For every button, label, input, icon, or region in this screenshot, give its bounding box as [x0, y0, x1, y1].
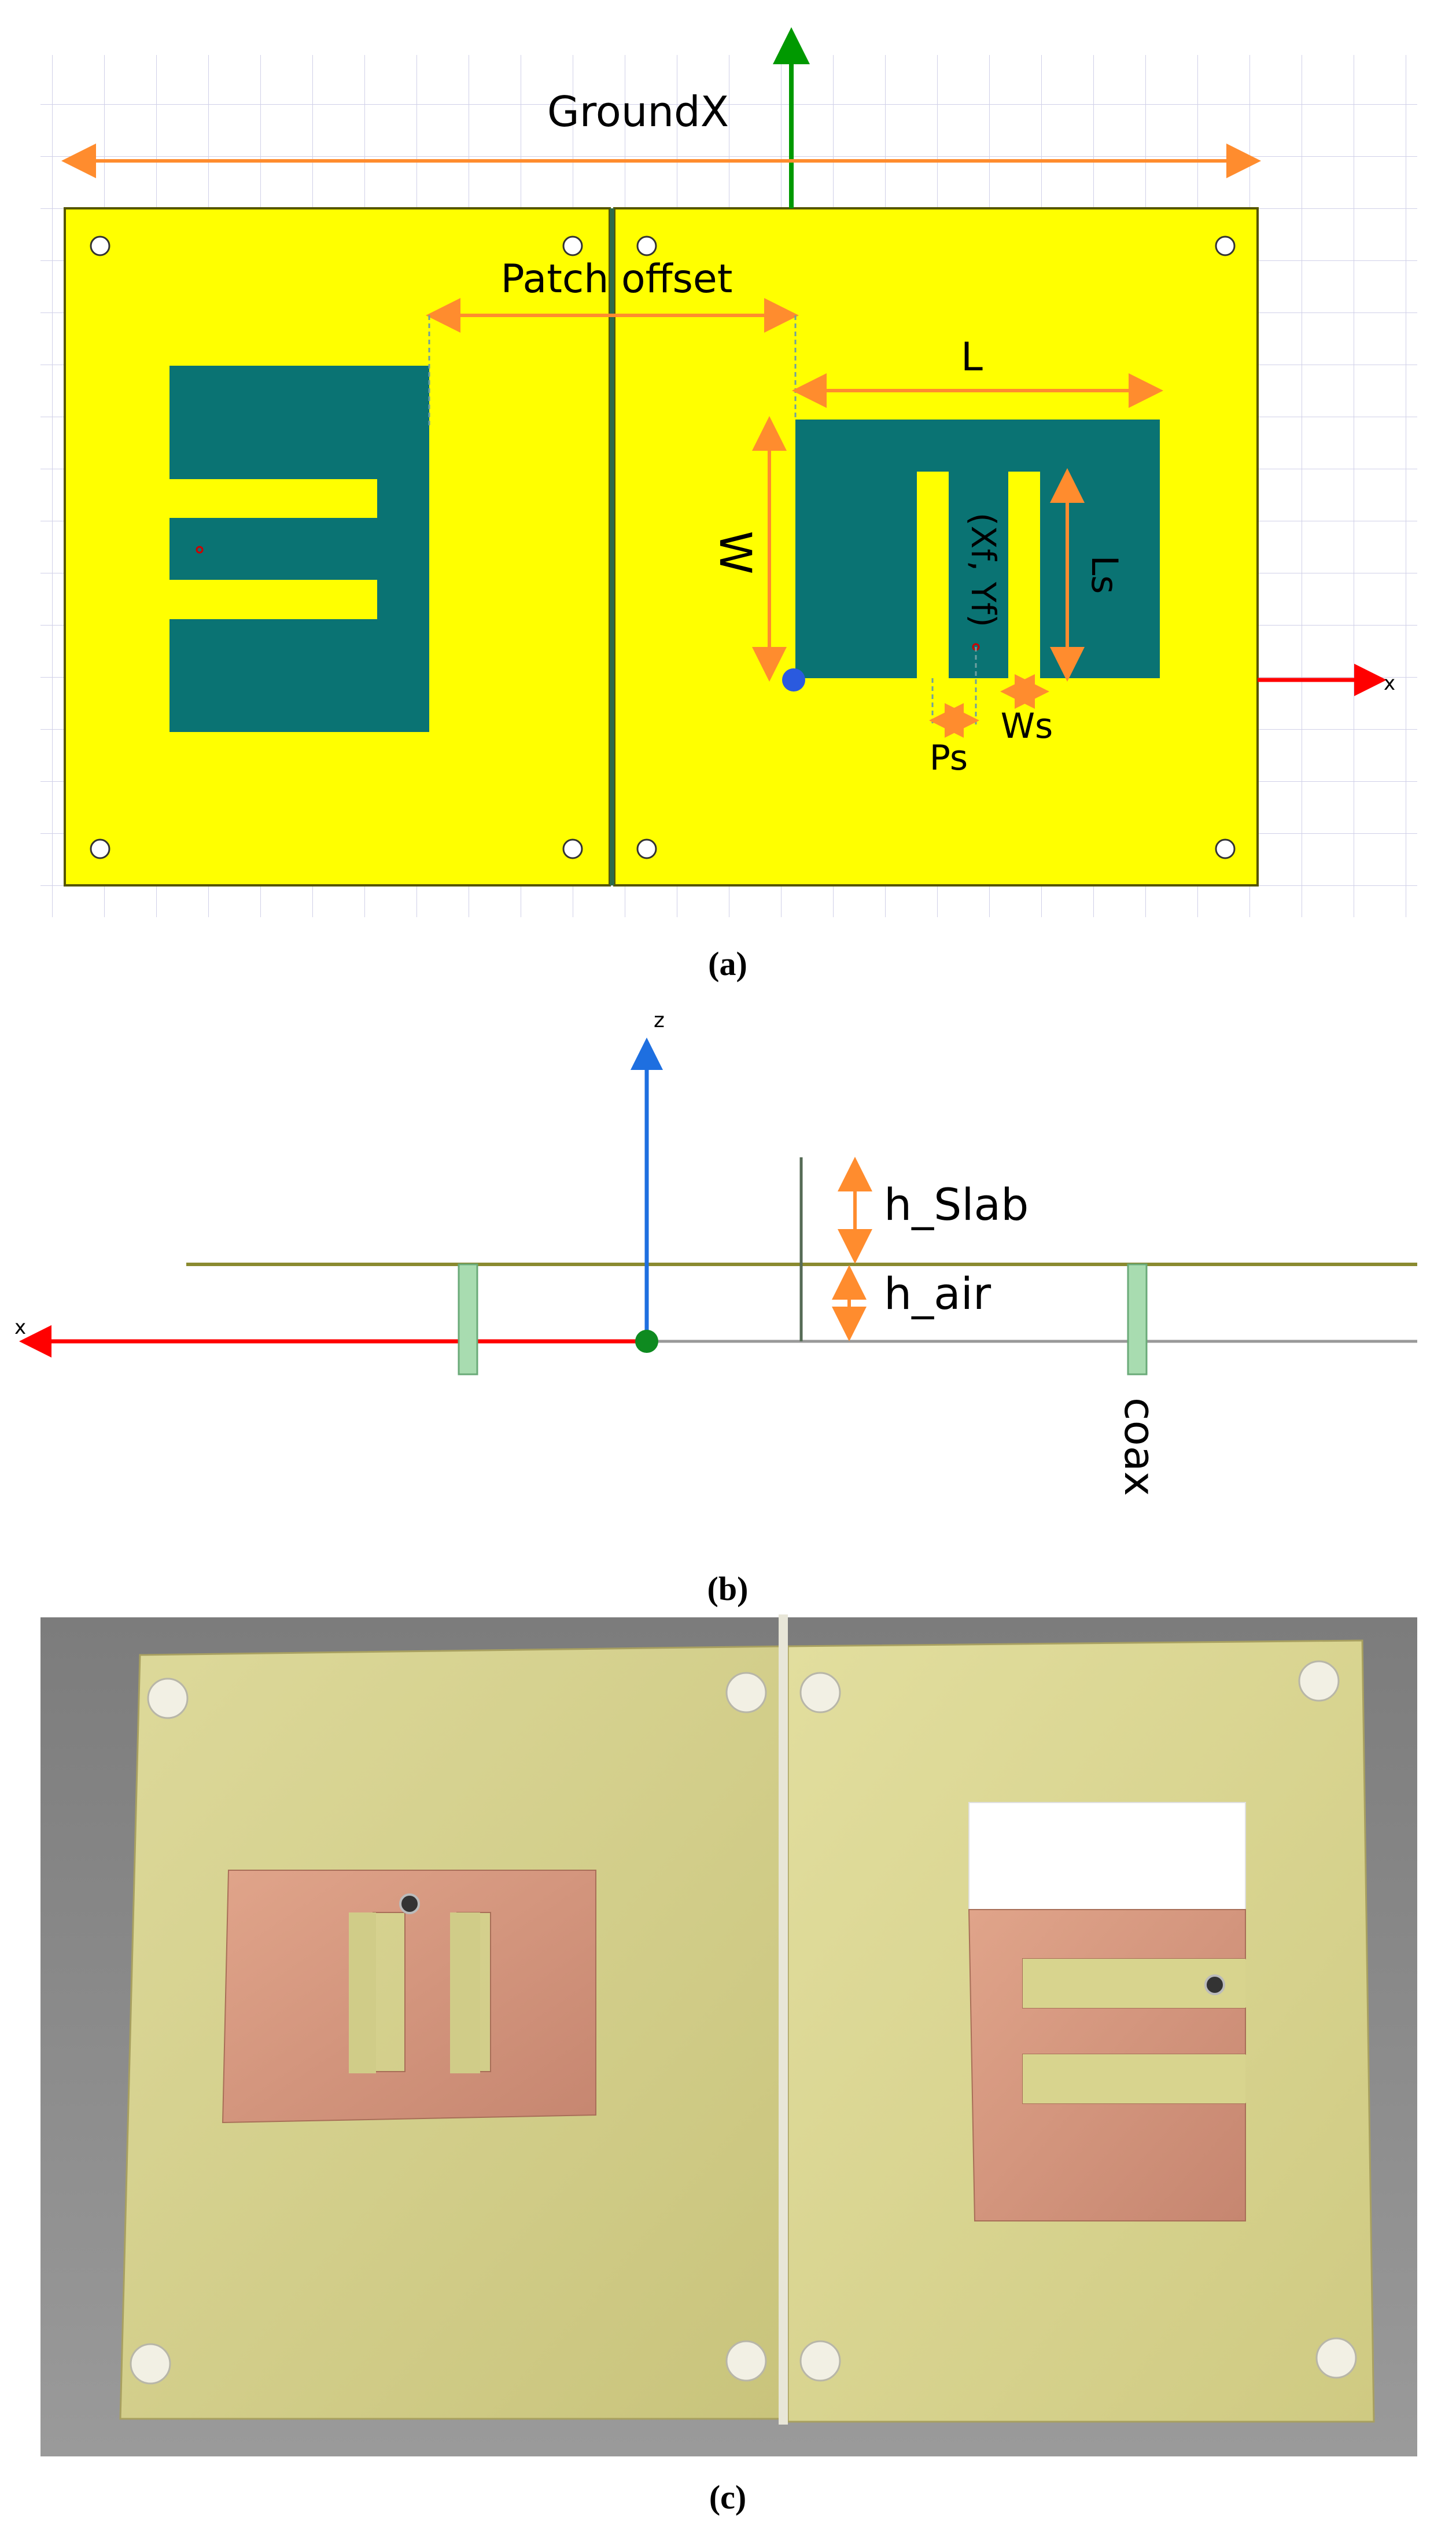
h-slab-label: h_Slab [884, 1179, 1029, 1230]
coax-right [1127, 1263, 1148, 1375]
panel-b-side-view: x z h_Slab h_air coax [14, 1009, 1417, 1496]
left-coax-pin-photo [399, 1893, 420, 1914]
coax-label: coax [1115, 1397, 1164, 1496]
caption-a: (a) [708, 945, 747, 983]
right-patch-slot-2 [1023, 2054, 1245, 2103]
right-patch-reflection [968, 1802, 1246, 1913]
h-air-label: h_air [884, 1268, 991, 1319]
feed-position-label: (Xf, Yf) [964, 513, 1003, 627]
left-patch-slot-1 [349, 1912, 376, 2073]
l-label: L [961, 334, 983, 380]
caption-c: (c) [709, 2478, 746, 2516]
ws-label: Ws [1001, 706, 1053, 746]
ls-label: Ls [1083, 556, 1126, 594]
origin-marker-b [635, 1330, 658, 1353]
x-axis-label: x [1384, 672, 1395, 695]
board-edge-photo [779, 1614, 788, 2425]
right-coax-pin-photo [1204, 1974, 1225, 1995]
coax-left [458, 1263, 478, 1375]
x-axis-label-b: x [14, 1316, 26, 1339]
nylon-screws [130, 1660, 1357, 2385]
panel-a-top-view: x GroundX Patch offset L W Ls (Xf, Yf) P… [40, 27, 1417, 917]
panel-c-photo [40, 1614, 1417, 2456]
ps-label: Ps [930, 738, 968, 778]
z-axis-label: z [654, 1009, 665, 1032]
groundx-label: GroundX [547, 87, 729, 136]
left-e-patch [169, 366, 429, 732]
origin-marker [782, 668, 805, 691]
w-label: W [710, 531, 761, 574]
left-patch-slot-2 [450, 1912, 480, 2073]
patch-offset-label: Patch offset [501, 256, 733, 302]
caption-b: (b) [707, 1570, 749, 1608]
left-feed-point [196, 546, 204, 554]
mounting-holes [90, 236, 1236, 859]
